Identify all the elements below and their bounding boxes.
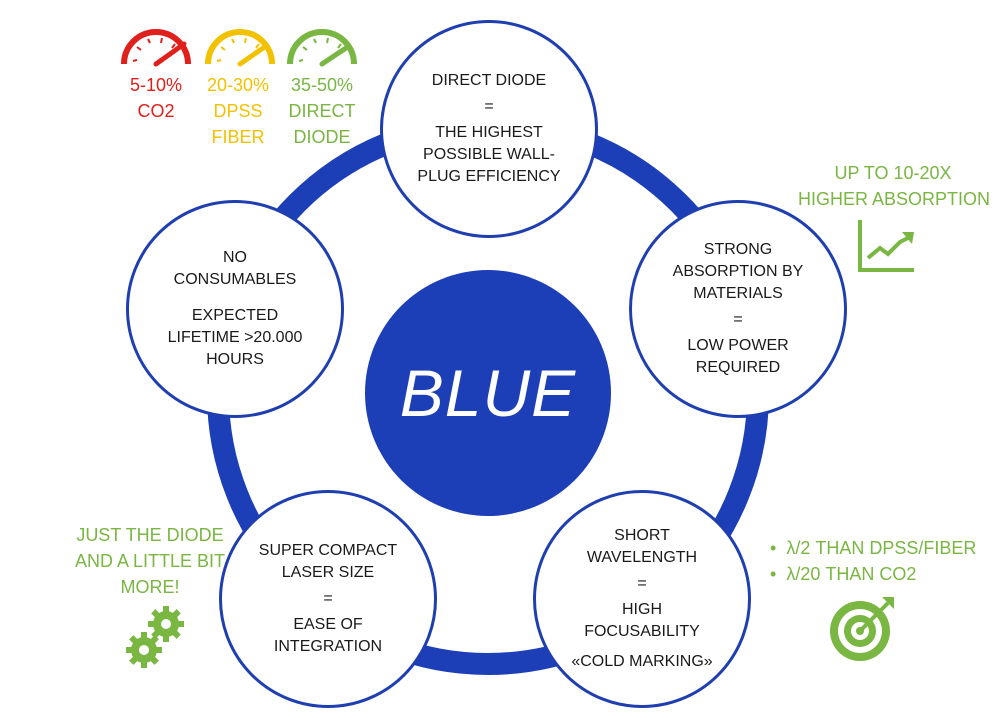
- diode-note-line-1: JUST THE DIODE: [76, 525, 224, 545]
- gears-icon: [126, 606, 184, 668]
- node-line: SUPER COMPACT: [258, 542, 398, 559]
- node-line: THE HIGHEST: [435, 124, 543, 141]
- gauge-type: DPSS: [213, 101, 263, 121]
- center-circle: BLUE: [365, 270, 611, 516]
- gauge-range: 35-50%: [290, 75, 354, 95]
- node-line: MATERIALS: [693, 285, 783, 302]
- node-line: DIRECT DIODE: [431, 72, 547, 89]
- node-line: FOCUSABILITY: [584, 623, 700, 640]
- node-line: REQUIRED: [695, 359, 781, 376]
- wavelength-bullet-1-text: λ/2 THAN DPSS/FIBER: [786, 538, 977, 558]
- absorption-line-2: HIGHER ABSORPTION: [798, 189, 991, 209]
- gauge-dpss-label: 20-30% DPSS FIBER: [193, 72, 283, 150]
- node-strong-absorption: STRONG ABSORPTION BY MATERIALS = LOW POW…: [629, 200, 847, 418]
- gauge-range: 20-30%: [206, 75, 270, 95]
- wavelength-bullet-2-text: λ/20 THAN CO2: [786, 564, 917, 584]
- node-line: HOURS: [206, 351, 264, 368]
- node-line: CONSUMABLES: [173, 271, 297, 288]
- diode-note: JUST THE DIODE AND A LITTLE BIT MORE!: [68, 522, 232, 600]
- node-short-wavelength: SHORT WAVELENGTH = HIGH FOCUSABILITY «CO…: [533, 490, 751, 708]
- gauge-type: DIRECT: [288, 101, 356, 121]
- node-line: LASER SIZE: [281, 564, 375, 581]
- node-line: LOW POWER: [687, 337, 789, 354]
- gauge-direct-diode-icon: [287, 29, 357, 67]
- absorption-note: UP TO 10-20X HIGHER ABSORPTION: [798, 160, 991, 212]
- target-icon: [830, 597, 894, 661]
- node-line: WAVELENGTH: [586, 549, 698, 566]
- wavelength-bullet-2: • λ/20 THAN CO2: [770, 561, 976, 587]
- gauge-type-2: DIODE: [293, 127, 351, 147]
- node-line: =: [484, 98, 494, 115]
- bullet: •: [770, 538, 787, 558]
- node-super-compact: SUPER COMPACT LASER SIZE = EASE OF INTEG…: [219, 490, 437, 708]
- node-line: POSSIBLE WALL-: [423, 146, 555, 163]
- gauge-range: 5-10%: [129, 75, 183, 95]
- center-label: BLUE: [399, 356, 577, 430]
- node-line: LIFETIME >20.000: [167, 329, 303, 346]
- growth-chart-icon: [858, 220, 914, 272]
- absorption-line-1: UP TO 10-20X: [834, 163, 952, 183]
- node-no-consumables: NO CONSUMABLES EXPECTED LIFETIME >20.000…: [126, 200, 344, 418]
- diode-note-line-2: AND A LITTLE BIT: [74, 551, 226, 571]
- node-line: NO: [223, 249, 247, 266]
- node-line: HIGH: [622, 601, 662, 618]
- gauge-co2-label: 5-10% CO2: [111, 72, 201, 124]
- wavelength-notes: • λ/2 THAN DPSS/FIBER • λ/20 THAN CO2: [770, 535, 976, 587]
- gauge-type: CO2: [137, 101, 175, 121]
- node-line: =: [637, 575, 647, 592]
- gauge-dpss-icon: [205, 29, 275, 67]
- node-line: EASE OF: [293, 616, 363, 633]
- node-line: «COLD MARKING»: [571, 653, 713, 670]
- gauge-direct-diode-label: 35-50% DIRECT DIODE: [277, 72, 367, 150]
- node-line: PLUG EFFICIENCY: [417, 168, 561, 185]
- bullet: •: [770, 564, 787, 584]
- node-line: ABSORPTION BY: [672, 263, 804, 280]
- wavelength-bullet-1: • λ/2 THAN DPSS/FIBER: [770, 535, 976, 561]
- node-line: =: [323, 590, 333, 607]
- node-line: SHORT: [614, 527, 670, 544]
- gauge-co2-icon: [121, 29, 191, 67]
- node-line: INTEGRATION: [273, 638, 383, 655]
- node-direct-diode: DIRECT DIODE = THE HIGHEST POSSIBLE WALL…: [380, 20, 598, 238]
- node-line: EXPECTED: [191, 307, 279, 324]
- gauge-type-2: FIBER: [211, 127, 265, 147]
- node-line: STRONG: [703, 241, 773, 258]
- node-line: =: [733, 311, 743, 328]
- diode-note-line-3: MORE!: [120, 577, 180, 597]
